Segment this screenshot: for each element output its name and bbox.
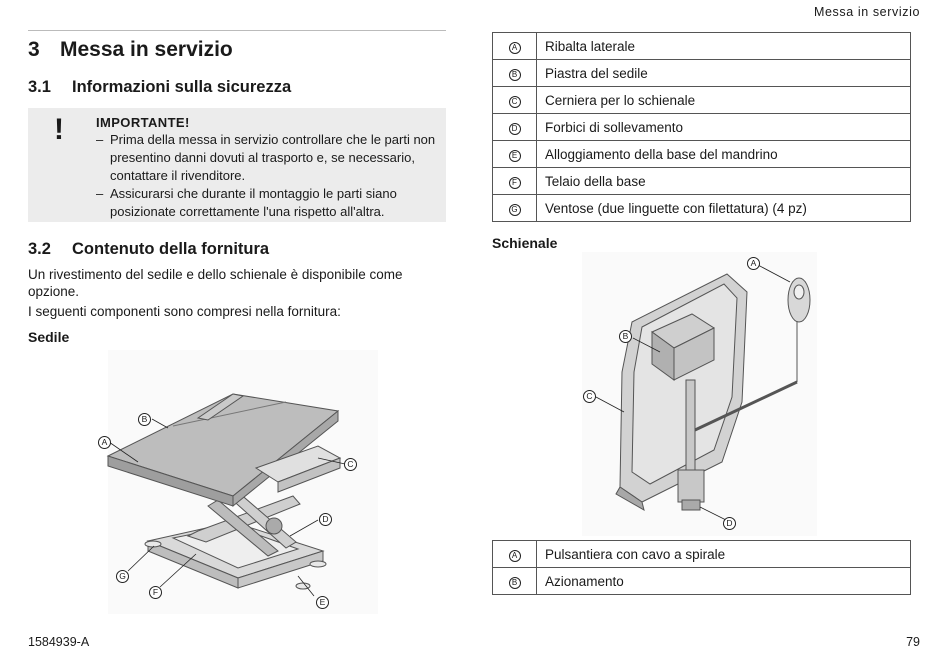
parts-row: E Alloggiamento della base del mandrino xyxy=(492,140,911,168)
seat-callout-d: D xyxy=(319,513,332,526)
parts-label: Forbici di sollevamento xyxy=(536,113,911,141)
seat-figure: A B C D E F G xyxy=(28,346,446,618)
section-title: Messa in servizio xyxy=(60,38,233,61)
parts-row: D Forbici di sollevamento xyxy=(492,113,911,141)
left-column: 3 Messa in servizio 3.1 Informazioni sulla… xyxy=(28,30,446,618)
parts-key-cell: A xyxy=(492,540,537,568)
important-notice: ! IMPORTANTE! –Prima della messa in serv… xyxy=(28,108,446,222)
notice-list: –Prima della messa in servizio controlla… xyxy=(96,131,436,221)
notice-item: –Assicurarsi che durante il montaggio le… xyxy=(96,186,397,219)
parts-label: Telaio della base xyxy=(536,167,911,195)
parts-row: A Ribalta laterale xyxy=(492,32,911,60)
parts-key-cell: D xyxy=(492,113,537,141)
suction-cups-shape xyxy=(144,540,327,590)
parts-label: Azionamento xyxy=(536,567,911,595)
parts-key: C xyxy=(508,96,521,108)
parts-label: Piastra del sedile xyxy=(536,59,911,87)
seat-callout-a: A xyxy=(98,436,111,449)
backrest-callout-d: D xyxy=(723,517,736,530)
section-heading: 3 Messa in servizio xyxy=(28,30,446,61)
seat-callout-c: C xyxy=(344,458,357,471)
parts-key-cell: E xyxy=(492,140,537,168)
parts-row: B Azionamento xyxy=(492,567,911,595)
parts-key: B xyxy=(508,69,521,81)
parts-row: G Ventose (due linguette con filettatura)… xyxy=(492,194,911,222)
drive-unit-shape xyxy=(651,313,716,381)
parts-key: F xyxy=(508,177,521,189)
parts-label: Cerniera per lo schienale xyxy=(536,86,911,114)
parts-key: A xyxy=(508,550,521,562)
parts-key: A xyxy=(508,42,521,54)
seat-callout-b: B xyxy=(138,413,151,426)
parts-key: G xyxy=(508,204,521,216)
parts-row: C Cerniera per lo schienale xyxy=(492,86,911,114)
parts-key-cell: A xyxy=(492,32,537,60)
parts-label: Pulsantiera con cavo a spirale xyxy=(536,540,911,568)
parts-key: E xyxy=(508,150,521,162)
notice-item: –Prima della messa in servizio controlla… xyxy=(96,132,436,183)
seat-callout-f: F xyxy=(149,586,162,599)
safety-heading: 3.1 Informazioni sulla sicurezza xyxy=(28,76,446,98)
parts-label: Alloggiamento della base del mandrino xyxy=(536,140,911,168)
backrest-callout-b: B xyxy=(619,330,632,343)
contents-number: 3.2 xyxy=(28,240,51,258)
page-number: 79 xyxy=(906,635,920,649)
parts-row: F Telaio della base xyxy=(492,167,911,195)
backrest-callout-c: C xyxy=(583,390,596,403)
parts-row: A Pulsantiera con cavo a spirale xyxy=(492,540,911,568)
contents-title: Contenuto della fornitura xyxy=(72,240,270,258)
doc-number: 1584939-A xyxy=(28,635,90,649)
section-number: 3 xyxy=(28,38,40,61)
backrest-heading: Schienale xyxy=(492,235,558,251)
parts-label: Ribalta laterale xyxy=(536,32,911,60)
parts-key: D xyxy=(508,123,521,135)
contents-text: Un rivestimento del sedile e dello schie… xyxy=(28,266,446,320)
seat-heading: Sedile xyxy=(28,329,70,345)
paragraph: Un rivestimento del sedile e dello schie… xyxy=(28,267,403,299)
callout-leaders xyxy=(108,418,346,597)
scissor-lift-shape xyxy=(186,491,301,557)
parts-key-cell: B xyxy=(492,567,537,595)
safety-number: 3.1 xyxy=(28,78,51,96)
safety-title: Informazioni sulla sicurezza xyxy=(72,78,292,96)
exclamation-icon: ! xyxy=(54,113,64,146)
parts-key-cell: C xyxy=(492,86,537,114)
rod-shape xyxy=(694,380,798,432)
seat-callout-g: G xyxy=(116,570,129,583)
parts-key-cell: B xyxy=(492,59,537,87)
paragraph: I seguenti componenti sono compresi nell… xyxy=(28,304,341,319)
contents-heading: 3.2 Contenuto della fornitura xyxy=(28,238,446,260)
seat-callout-e: E xyxy=(316,596,329,609)
running-header: Messa in servizio xyxy=(813,5,920,19)
callout-leaders xyxy=(595,264,791,521)
hinge-shape xyxy=(254,445,342,493)
parts-key: B xyxy=(508,577,521,589)
seat-illustration xyxy=(106,350,378,614)
parts-key-cell: F xyxy=(492,167,537,195)
parts-row: B Piastra del sedile xyxy=(492,59,911,87)
notice-title: IMPORTANTE! xyxy=(96,115,190,130)
handset-shape xyxy=(787,277,811,323)
backrest-illustration xyxy=(582,252,817,536)
parts-key-cell: G xyxy=(492,194,537,222)
parts-label: Ventose (due linguette con filettatura) … xyxy=(536,194,911,222)
backrest-callout-a: A xyxy=(747,257,760,270)
spindle-shape xyxy=(677,379,705,511)
backrest-figure: A B C D xyxy=(492,252,912,538)
